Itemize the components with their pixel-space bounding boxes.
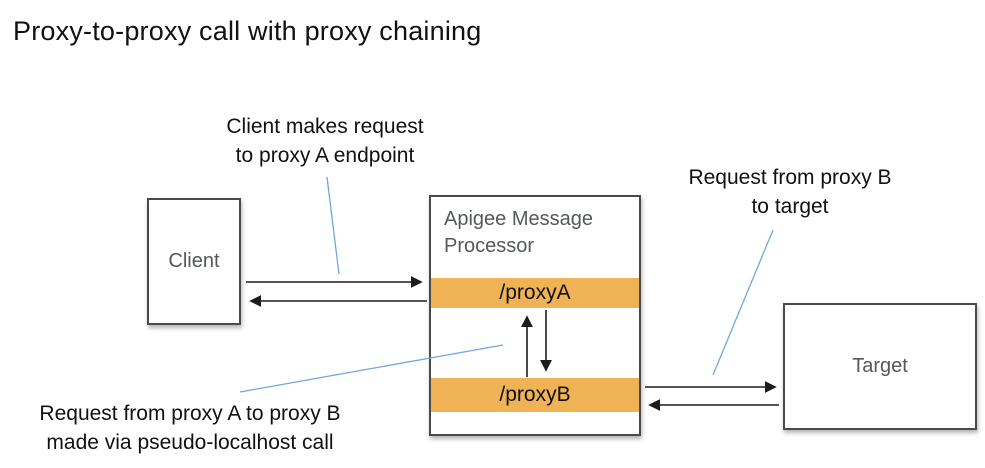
client-node-label: Client xyxy=(168,250,220,272)
proxya-endpoint-label: /proxyA xyxy=(499,281,571,304)
annotation-client-request: Client makes request to proxy A endpoint xyxy=(226,115,424,167)
client-node: Client xyxy=(147,198,241,325)
target-node: Target xyxy=(783,303,977,430)
proxya-endpoint-bar: /proxyA xyxy=(431,278,639,308)
message-processor-title: Apigee Message Processor xyxy=(444,208,593,257)
message-processor-node: Apigee Message Processor /proxyA /proxyB xyxy=(429,195,641,436)
proxyb-endpoint-label: /proxyB xyxy=(499,383,571,406)
page-title: Proxy-to-proxy call with proxy chaining xyxy=(13,16,482,46)
proxyb-endpoint-bar: /proxyB xyxy=(431,378,639,412)
annotation-proxyb-to-target: Request from proxy B to target xyxy=(688,166,892,218)
leader-line-proxyb-target xyxy=(712,229,774,376)
annotation-pseudo-localhost: Request from proxy A to proxy B made via… xyxy=(39,402,341,454)
target-node-label: Target xyxy=(852,355,908,377)
leader-line-client-request xyxy=(326,176,340,275)
